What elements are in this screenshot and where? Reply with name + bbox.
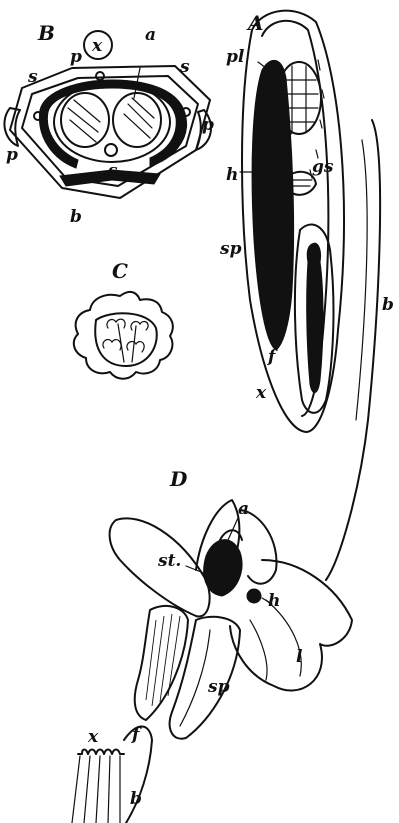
panel-d-gland [247,589,261,603]
panel-b-label-a: a [145,25,156,45]
panel-a-label-h: h [226,165,238,185]
panel-b-label-s-bottom: s [107,161,118,181]
panel-d-label-h: h [268,591,280,611]
panel-d-label-l: l [296,647,303,667]
panel-a-spur-dark [252,60,294,350]
panel-b-label-b: b [70,207,82,227]
panel-b-left-petal [4,108,20,146]
panel-b-letter: B [37,21,55,45]
panel-d-label-b: b [130,789,142,809]
panel-d-label-f: f [131,725,142,745]
panel-d-right-upper-petal [240,510,277,584]
panel-c-ovules [103,319,148,352]
panel-a-bract [326,120,380,580]
panel-b-label-p-left: p [6,145,18,165]
panel-a-bract-inner [356,140,367,420]
panel-b-anther-hatching [68,98,154,142]
panel-d-lip-veins [250,600,301,680]
panel-a-label-sp: sp [219,239,242,259]
panel-d-lip [230,560,352,690]
panel-d-label-sp: sp [207,677,230,697]
panel-d-label-st: st. [157,551,181,571]
panel-d: D a st. h x f sp l b [72,467,352,823]
panel-d-stem-top [78,750,124,755]
panel-a-letter: A [246,11,264,35]
panel-c-placenta [118,324,136,362]
panel-b-top-dot [96,72,104,80]
panel-d-ovary [135,606,188,720]
panel-d-ovary-ribs [146,614,180,706]
panel-b-anther-outline [54,82,170,162]
panel-a: A pl gs h sp f x b [219,11,394,580]
panel-b-label-x: x [91,36,103,56]
panel-a-label-gs: gs [312,157,334,177]
panel-a-ovary-core [307,243,323,392]
panel-d-label-x: x [87,727,99,747]
panel-c-cavity [95,313,157,366]
panel-d-letter: D [169,467,188,491]
panel-a-label-b: b [382,295,394,315]
panel-a-label-pl: pl [226,47,245,67]
panel-a-stigma-lines [292,180,312,186]
panel-b-right-anther [113,93,161,147]
panel-b-center-dot [105,144,117,156]
panel-b: B x a p s s p p s b [4,21,214,227]
panel-b-label-p-right: p [202,115,214,135]
panel-b-label-p-top: p [70,47,82,67]
panel-c-letter: C [112,259,128,283]
panel-b-label-s-right: s [179,57,190,77]
panel-d-column [204,540,242,596]
panel-a-label-x: x [255,383,267,403]
panel-d-label-a: a [238,499,249,519]
panel-c: C [74,259,173,379]
panel-d-stem-lines [72,756,120,823]
panel-b-left-anther [61,93,109,147]
panel-b-label-s-left: s [27,67,38,87]
